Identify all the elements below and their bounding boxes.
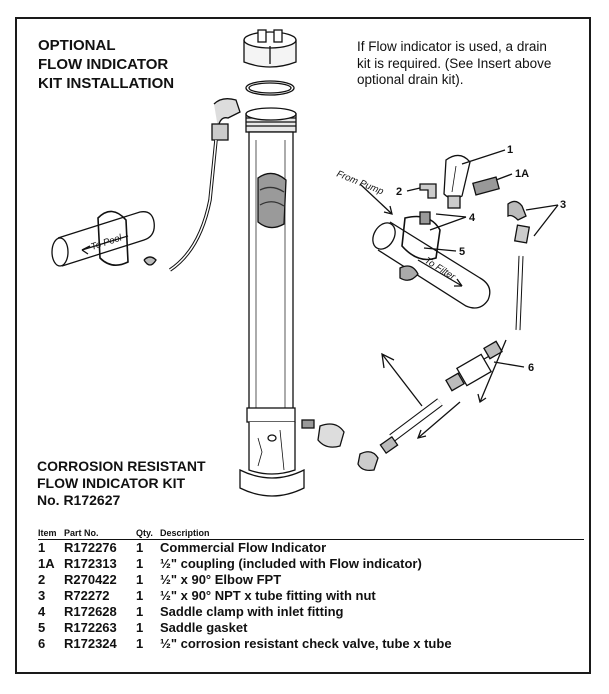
description: ½" x 90° NPT x tube fitting with nut	[160, 588, 376, 603]
item-number: 4	[38, 604, 46, 619]
leader-1a	[495, 173, 513, 181]
from-pump-arrow	[359, 183, 393, 215]
flow-indicator	[443, 154, 471, 209]
leader-3b	[533, 204, 559, 237]
table-row: 3 R72272 1 ½" x 90° NPT x tube fitting w…	[38, 588, 584, 604]
to-pool-pipe	[51, 210, 157, 267]
callout-2: 2	[396, 186, 402, 198]
quantity: 1	[136, 556, 144, 571]
from-pump-label: From Pump	[335, 169, 385, 198]
header-description: Description	[160, 528, 584, 540]
kit-line: No. R172627	[37, 492, 121, 508]
page-border	[15, 17, 591, 674]
filter-cap	[243, 29, 297, 68]
callout-5: 5	[459, 246, 465, 258]
page-title: OPTIONAL FLOW INDICATOR KIT INSTALLATION	[38, 36, 174, 93]
item-number: 1	[38, 540, 46, 555]
description: ½" x 90° Elbow FPT	[160, 572, 282, 587]
callout-1a: 1A	[515, 168, 529, 180]
table-row: 1 R172276 1 Commercial Flow Indicator	[38, 540, 584, 557]
saddle-clamp-assembly	[372, 211, 491, 309]
part-number: R172276	[64, 540, 117, 555]
flow-arrow-head	[381, 352, 395, 369]
header-part-no: Part No.	[64, 528, 136, 540]
from-pump-arrow-head	[383, 205, 393, 215]
kit-line: CORROSION RESISTANT	[37, 458, 206, 474]
left-elbow-fitting	[169, 98, 241, 272]
quantity: 1	[136, 620, 144, 635]
item-number: 3	[38, 588, 46, 603]
item-number: 2	[38, 572, 46, 587]
leader-2	[406, 187, 421, 192]
header-item: Item	[38, 528, 64, 540]
tube-fitting	[507, 200, 531, 331]
leader-3a	[525, 204, 559, 211]
callout-4: 4	[469, 212, 476, 224]
description: ½" coupling (included with Flow indicato…	[160, 556, 422, 571]
table-row: 5 R172263 1 Saddle gasket	[38, 620, 584, 636]
note-line: optional drain kit).	[357, 72, 464, 87]
title-line: KIT INSTALLATION	[38, 75, 175, 92]
table-row: 6 R172324 1 ½" corrosion resistant check…	[38, 636, 584, 652]
header-qty: Qty.	[136, 528, 160, 540]
table-row: 2 R270422 1 ½" x 90° Elbow FPT	[38, 572, 584, 588]
description: Saddle clamp with inlet fitting	[160, 604, 344, 619]
description: Commercial Flow Indicator	[160, 540, 327, 555]
flow-arrow	[381, 353, 423, 407]
item-number: 6	[38, 636, 46, 651]
leader-4a	[435, 213, 467, 218]
leader-4b	[429, 216, 467, 231]
title-line: FLOW INDICATOR	[38, 56, 169, 73]
quantity: 1	[136, 636, 144, 651]
leader-1	[461, 149, 506, 165]
quantity: 1	[136, 604, 144, 619]
part-number: R172313	[64, 556, 117, 571]
flow-arrow-head	[477, 393, 487, 404]
leader-5	[423, 247, 457, 252]
drain-tube	[301, 398, 443, 472]
o-ring	[245, 80, 295, 96]
quantity: 1	[136, 540, 144, 555]
note-line: If Flow indicator is used, a drain	[357, 39, 547, 54]
quantity: 1	[136, 572, 144, 587]
flow-arrow	[479, 339, 507, 403]
check-valve	[445, 340, 503, 392]
kit-line: FLOW INDICATOR KIT	[37, 475, 186, 491]
table-row: 1A R172313 1 ½" coupling (included with …	[38, 556, 584, 572]
elbow-fpt	[419, 183, 437, 199]
item-number: 5	[38, 620, 46, 635]
table-row: 4 R172628 1 Saddle clamp with inlet fitt…	[38, 604, 584, 620]
coupling	[472, 176, 500, 196]
description: ½" corrosion resistant check valve, tube…	[160, 636, 452, 651]
parts-table-header: Item Part No. Qty. Description	[38, 528, 584, 540]
part-number: R270422	[64, 572, 117, 587]
part-number: R172324	[64, 636, 117, 651]
flow-arrow	[417, 401, 461, 439]
kit-heading: CORROSION RESISTANT FLOW INDICATOR KIT N…	[37, 458, 206, 509]
item-number: 1A	[38, 556, 55, 571]
drain-kit-note: If Flow indicator is used, a drain kit i…	[357, 39, 582, 89]
part-number: R172263	[64, 620, 117, 635]
callout-1: 1	[507, 144, 513, 156]
leader-6	[493, 361, 525, 368]
callout-3: 3	[560, 199, 566, 211]
description: Saddle gasket	[160, 620, 248, 635]
part-number: R172628	[64, 604, 117, 619]
filter-tube	[239, 107, 305, 497]
callout-6: 6	[528, 362, 534, 374]
quantity: 1	[136, 588, 144, 603]
part-number: R72272	[64, 588, 110, 603]
note-line: kit is required. (See Insert above	[357, 55, 552, 71]
flow-arrow-head	[416, 429, 427, 439]
parts-table: Item Part No. Qty. Description 1 R172276…	[38, 528, 584, 652]
title-line: OPTIONAL	[38, 37, 116, 54]
